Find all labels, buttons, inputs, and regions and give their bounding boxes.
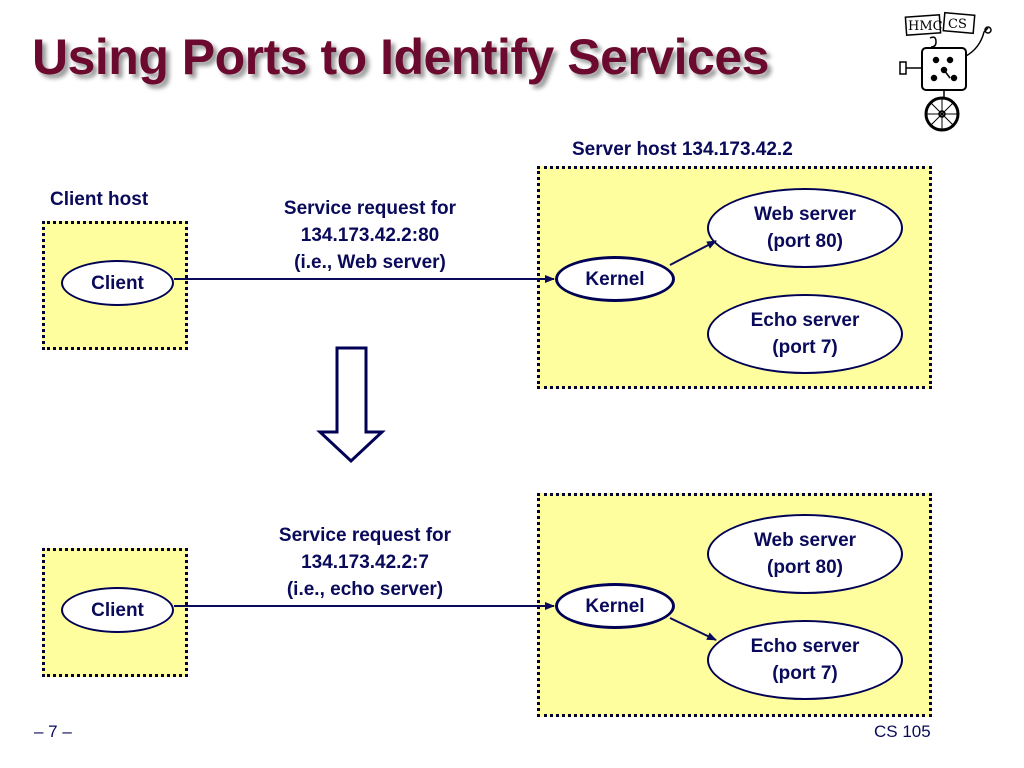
echo-server-oval-top: Echo server (port 7) [707,294,903,374]
echo-server-port: (port 7) [772,337,838,358]
web-server-oval-top: Web server (port 80) [707,188,903,268]
kernel-to-web-arrow [669,240,717,266]
echo-server-oval-bottom: Echo server (port 7) [707,620,903,700]
web-server-label: Web server [753,530,857,551]
request-line-1: Service request for [278,525,452,546]
echo-server-port: (port 7) [772,663,838,684]
page-number: – 7 – [34,722,72,741]
web-server-port: (port 80) [767,231,843,252]
echo-server-label: Echo server [750,636,860,657]
service-request-bottom: Service request for 134.173.42.2:7 (i.e.… [245,522,485,603]
request-line-2: 134.173.42.2:80 [300,225,440,246]
request-line-3: (i.e., Web server) [294,252,446,273]
client-oval-top: Client [61,260,174,306]
down-arrow-icon [316,346,386,464]
kernel-to-echo-arrow [669,617,717,641]
client-label: Client [91,272,144,294]
kernel-label: Kernel [585,595,645,617]
echo-server-label: Echo server [750,310,860,331]
course-label: CS 105 [874,722,931,741]
client-oval-bottom: Client [61,587,174,633]
web-server-oval-bottom: Web server (port 80) [707,514,903,594]
logo-text-cs: CS [948,17,967,32]
logo-text-hmc: HMC [908,19,943,34]
web-server-label: Web server [753,204,857,225]
client-label: Client [91,599,144,621]
kernel-oval-top: Kernel [555,256,675,302]
kernel-label: Kernel [585,268,645,290]
request-line-1: Service request for [283,198,457,219]
client-host-label: Client host [50,189,149,210]
server-host-label: Server host 134.173.42.2 [572,139,793,160]
web-server-port: (port 80) [767,557,843,578]
hmc-cs-logo: HMC CS [899,11,992,132]
service-request-top: Service request for 134.173.42.2:80 (i.e… [250,195,490,276]
request-line-3: (i.e., echo server) [286,579,444,600]
request-line-2: 134.173.42.2:7 [301,552,429,573]
kernel-oval-bottom: Kernel [555,583,675,629]
slide-title: Using Ports to Identify Services [32,29,769,85]
